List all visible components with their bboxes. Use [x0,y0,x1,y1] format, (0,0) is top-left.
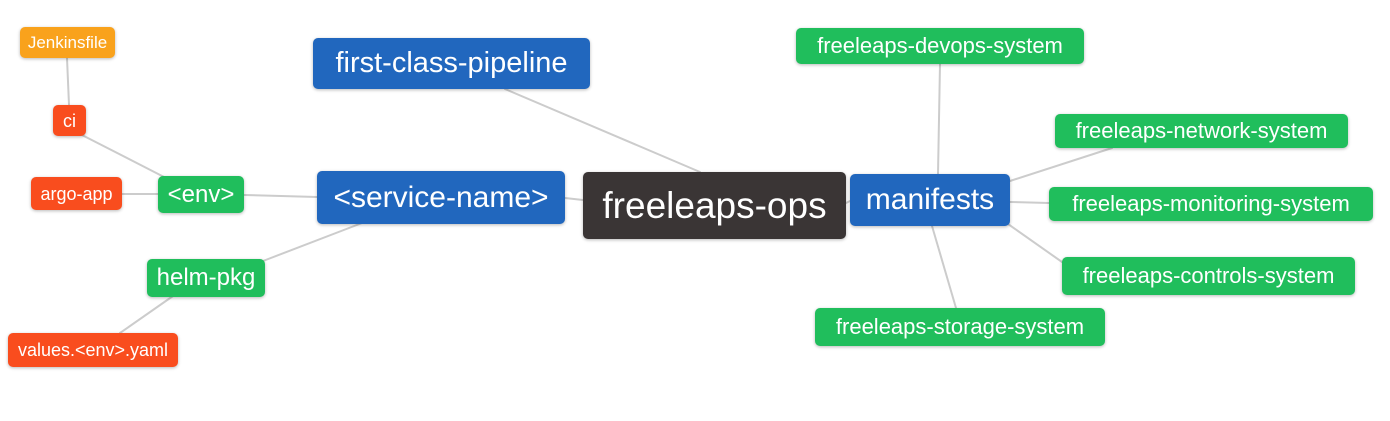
edge-env-to-service-name [243,194,318,198]
node-values-env-yaml[interactable]: values.<env>.yaml [8,333,178,367]
node-argo-app[interactable]: argo-app [31,177,122,210]
edge-manifests-to-devops-system [937,63,941,175]
node-first-class-pipeline[interactable]: first-class-pipeline [313,38,590,89]
node-monitoring-system[interactable]: freeleaps-monitoring-system [1049,187,1373,221]
edge-freeleaps-ops-to-manifests [845,200,851,204]
node-controls-system[interactable]: freeleaps-controls-system [1062,257,1355,295]
node-devops-system[interactable]: freeleaps-devops-system [796,28,1084,64]
node-helm-pkg[interactable]: helm-pkg [147,259,265,297]
edge-values-env-yaml-to-helm-pkg [119,295,174,334]
node-network-system[interactable]: freeleaps-network-system [1055,114,1348,148]
node-service-name[interactable]: <service-name> [317,171,565,224]
edge-helm-pkg-to-service-name [262,222,363,262]
node-storage-system[interactable]: freeleaps-storage-system [815,308,1105,346]
node-env[interactable]: <env> [158,176,244,213]
node-manifests[interactable]: manifests [850,174,1010,226]
edge-manifests-to-monitoring-system [1009,201,1050,204]
edge-jenkinsfile-to-ci [66,57,70,106]
edge-service-name-to-freeleaps-ops [564,197,584,201]
edge-ci-to-env [79,133,167,179]
node-ci[interactable]: ci [53,105,86,136]
node-jenkinsfile[interactable]: Jenkinsfile [20,27,115,58]
edge-manifests-to-controls-system [1007,223,1063,263]
edge-manifests-to-network-system [1009,147,1113,182]
node-freeleaps-ops[interactable]: freeleaps-ops [583,172,846,239]
edge-first-class-pipeline-to-freeleaps-ops [504,88,701,173]
edge-manifests-to-storage-system [931,225,957,309]
